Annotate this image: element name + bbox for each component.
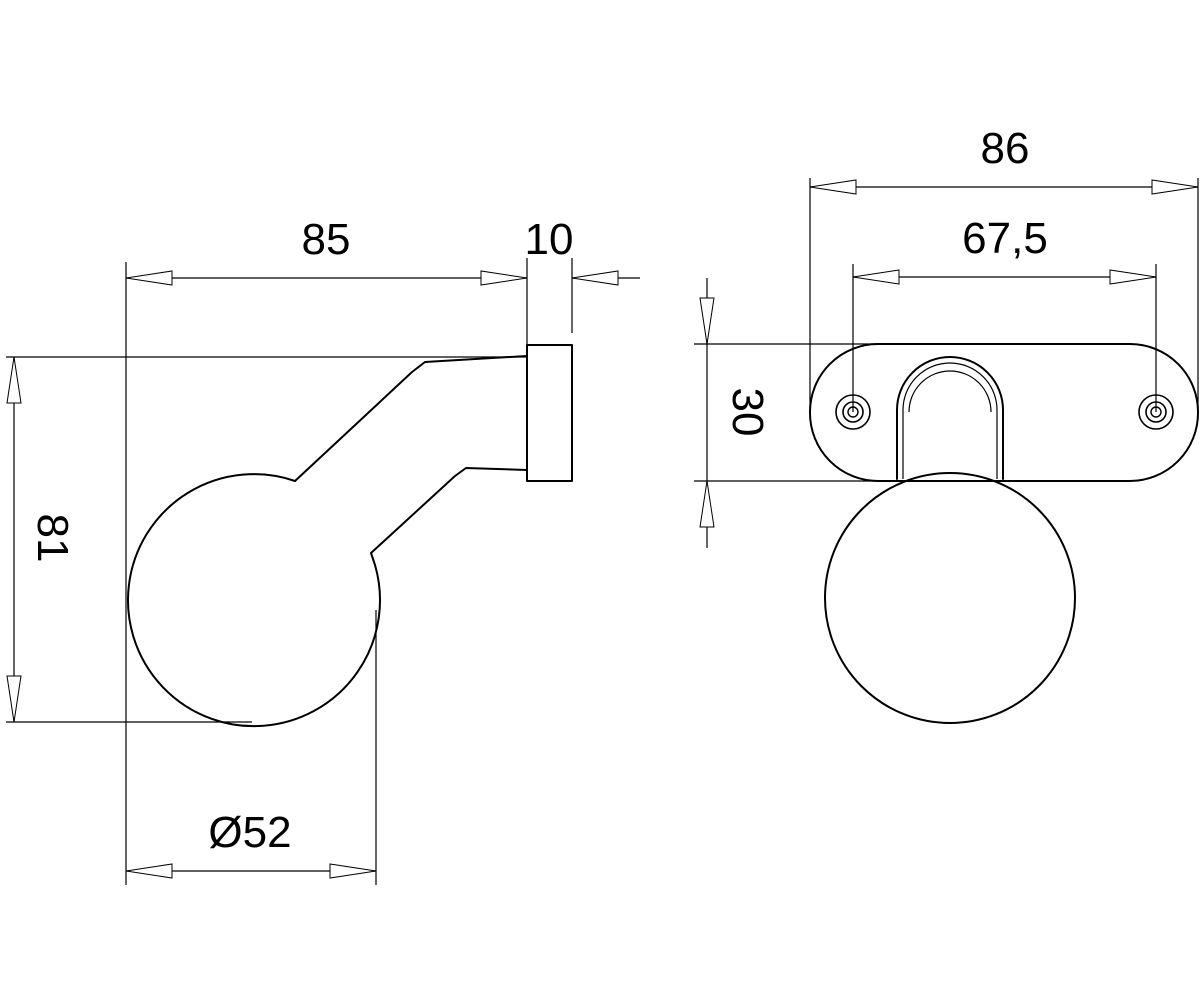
side-neck-lower xyxy=(370,467,528,566)
dim-67-5-label: 67,5 xyxy=(962,214,1048,263)
dim-52-label: Ø52 xyxy=(208,808,291,857)
arrow-81-bottom xyxy=(6,675,22,723)
front-neck xyxy=(896,356,1004,480)
arrow-10-right xyxy=(571,270,619,286)
dim-81-label: 81 xyxy=(28,514,77,563)
side-neck xyxy=(294,355,528,482)
front-rose-plate xyxy=(809,343,1199,482)
side-knob xyxy=(127,473,381,728)
front-knob xyxy=(824,472,1076,724)
arrow-52-left xyxy=(125,863,173,879)
arrow-86-left xyxy=(809,179,857,195)
arrow-85-right xyxy=(480,270,528,286)
arrow-30-top xyxy=(699,297,715,345)
dim-85-label: 85 xyxy=(302,215,351,264)
arrow-52-right xyxy=(329,863,377,879)
dim-10-label: 10 xyxy=(525,215,574,264)
dim-86-label: 86 xyxy=(981,124,1030,173)
side-view: 85 10 81 Ø52 xyxy=(6,215,640,885)
arrow-67-5-left xyxy=(852,269,900,285)
arrow-86-right xyxy=(1151,179,1199,195)
front-neck-inner-1 xyxy=(902,362,998,411)
arrow-67-5-right xyxy=(1109,269,1157,285)
dim-30-label: 30 xyxy=(723,388,772,437)
front-neck-inner-2 xyxy=(908,370,992,413)
front-view: 86 67,5 30 xyxy=(694,124,1199,724)
arrow-85-left xyxy=(125,270,173,286)
arrow-81-top xyxy=(6,356,22,404)
arrow-30-bottom xyxy=(699,480,715,528)
side-rose-plate xyxy=(526,344,573,482)
